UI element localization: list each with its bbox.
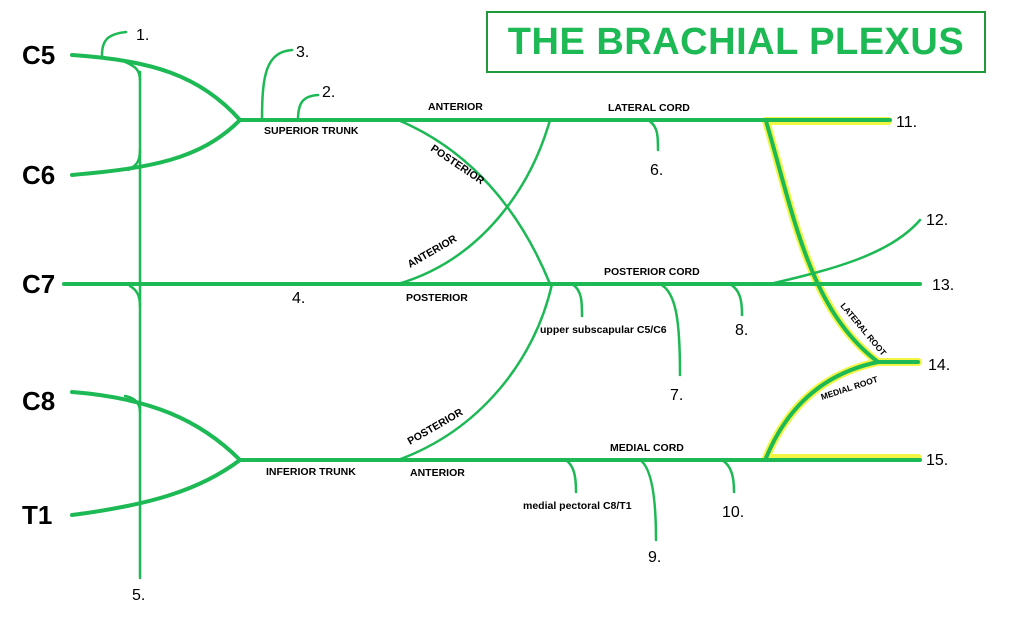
number-1: 1. <box>136 27 149 44</box>
label-posterior-superior: POSTERIOR <box>428 143 486 188</box>
c6-branch <box>126 148 142 172</box>
number-5: 5. <box>132 587 145 604</box>
long-thoracic-nerve <box>123 60 142 580</box>
c8-branch <box>123 394 142 414</box>
upper-subscapular-branch <box>570 282 584 318</box>
nerve-10 <box>720 458 736 494</box>
title-box: THE BRACHIAL PLEXUS <box>486 11 986 73</box>
label-medial-pectoral: medial pectoral C8/T1 <box>523 500 632 512</box>
root-label-t1: T1 <box>22 500 52 530</box>
label-inferior-trunk: INFERIOR TRUNK <box>266 466 356 478</box>
t1-root-line <box>70 458 242 517</box>
label-superior-trunk: SUPERIOR TRUNK <box>264 125 359 137</box>
medial-pectoral-branch <box>564 458 578 494</box>
nerve-9 <box>638 458 658 542</box>
label-anterior-inferior: ANTERIOR <box>410 467 465 479</box>
c7-branch <box>128 284 142 308</box>
diagram-title: THE BRACHIAL PLEXUS <box>507 20 965 63</box>
label-anterior-middle: ANTERIOR <box>406 233 460 271</box>
superior-posterior-division <box>396 118 552 286</box>
number-14: 14. <box>928 357 950 374</box>
c6-root-line <box>70 118 242 177</box>
number-2: 2. <box>322 84 335 101</box>
lateral-root <box>764 119 920 364</box>
number-7: 7. <box>670 387 683 404</box>
c8-root-line <box>70 390 242 462</box>
label-posterior-cord: POSTERIOR CORD <box>604 266 700 278</box>
number-8: 8. <box>735 322 748 339</box>
nerve-12 <box>768 218 922 286</box>
number-13: 13. <box>932 277 954 294</box>
inferior-posterior-division <box>396 282 554 462</box>
medial-root-highlight-curve <box>762 358 882 462</box>
number-9: 9. <box>648 549 661 566</box>
nerve-3 <box>260 48 294 122</box>
nerve-7 <box>658 282 682 377</box>
root-label-c8: C8 <box>22 386 55 416</box>
nerve-roots <box>62 53 922 517</box>
root-highlights <box>762 117 922 462</box>
middle-anterior-division <box>396 118 552 286</box>
number-3: 3. <box>296 44 309 61</box>
number-6: 6. <box>650 162 663 179</box>
label-lateral-cord: LATERAL CORD <box>608 102 690 114</box>
medial-root <box>764 360 880 460</box>
label-posterior-middle: POSTERIOR <box>406 292 468 304</box>
number-11: 11. <box>896 114 917 131</box>
number-12: 12. <box>926 212 948 229</box>
label-medial-cord: MEDIAL CORD <box>610 442 684 454</box>
root-label-c6: C6 <box>22 160 55 190</box>
root-label-c5: C5 <box>22 40 55 70</box>
nerve-2 <box>296 93 320 122</box>
nerve-1 <box>100 30 128 57</box>
nerve-6 <box>646 118 660 152</box>
number-15: 15. <box>926 452 948 469</box>
c5-branch <box>123 60 142 82</box>
label-anterior-superior: ANTERIOR <box>428 101 483 113</box>
number-10: 10. <box>722 504 744 521</box>
nerve-8 <box>728 282 744 317</box>
label-upper-subscapular: upper subscapular C5/C6 <box>540 324 667 336</box>
number-4: 4. <box>292 290 305 307</box>
c5-root-line <box>70 53 242 122</box>
root-label-c7: C7 <box>22 269 55 299</box>
